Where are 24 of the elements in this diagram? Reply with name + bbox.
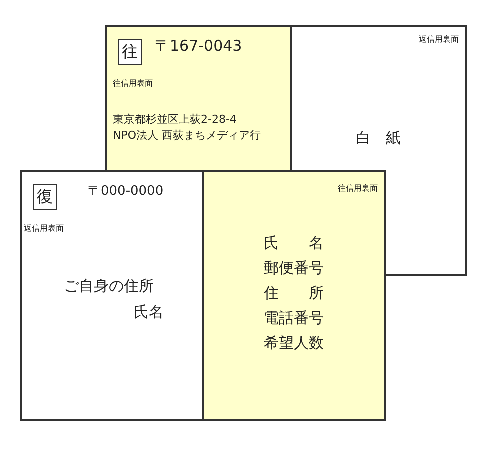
- side-label: 返信用裏面: [419, 35, 459, 45]
- postcard-panel: [202, 170, 386, 421]
- stamp-mark-box: [118, 39, 142, 65]
- return-address-text: ご自身の住所: [64, 277, 154, 295]
- postal-code: 〒000-0000: [88, 184, 164, 200]
- postal-code: 〒167-0043: [155, 37, 242, 55]
- form-field-label: 郵便番号: [263, 259, 325, 277]
- form-field-label: 氏 名: [263, 234, 325, 252]
- form-field-label: 電話番号: [263, 309, 325, 327]
- mark-character: 往: [121, 42, 139, 62]
- side-label: 往信用表面: [113, 79, 153, 89]
- postcard-panel: [290, 25, 467, 172]
- blank-paper-text: 白 紙: [355, 129, 402, 147]
- side-label: 往信用裏面: [338, 184, 378, 194]
- stamp-mark-box: [33, 184, 57, 210]
- mark-character: 復: [36, 187, 54, 206]
- form-field-label: 希望人数: [263, 334, 325, 352]
- postcard-panel: [105, 25, 292, 172]
- side-label: 返信用表面: [24, 224, 64, 234]
- postcard-panel: [20, 170, 204, 421]
- address-text: 東京都杉並区上荻2-28-4: [113, 113, 237, 126]
- return-name-text: 氏名: [134, 303, 164, 321]
- form-field-label: 住 所: [263, 284, 325, 302]
- addressee-text: NPO法人 西荻まちメディア行: [113, 129, 262, 142]
